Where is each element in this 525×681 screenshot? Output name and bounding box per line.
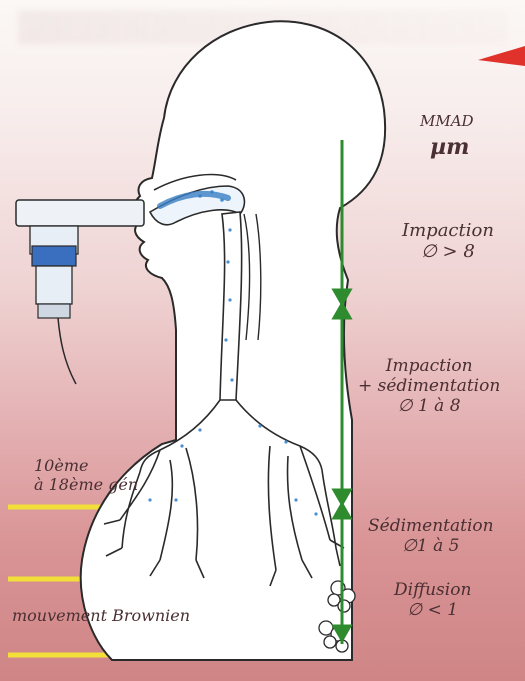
brownian-text: mouvement Brownien [12,606,190,625]
sedimentation-size: ∅1 à 5 [368,536,494,556]
impsed-size: ∅ 1 à 8 [358,396,500,416]
diffusion-title: Diffusion [394,580,471,600]
sedimentation-title: Sédimentation [368,516,494,536]
diffusion-label: Diffusion ∅ < 1 [394,580,471,620]
impaction-title: Impaction [402,220,494,241]
gen-line1: 10ème [34,456,138,475]
impsed-line1: Impaction [358,356,500,376]
mmad-title: MMAD [420,112,474,130]
gen-line2: à 18ème gén [34,475,138,494]
mmad-label: MMAD [420,112,474,130]
red-corner-mark [478,46,525,66]
mmad-unit: µm [430,134,469,160]
mmad-unit-label: µm [430,134,469,160]
sedimentation-label: Sédimentation ∅1 à 5 [368,516,494,556]
impaction-sedimentation-label: Impaction + sédimentation ∅ 1 à 8 [358,356,500,416]
generation-label: 10ème à 18ème gén [34,456,138,494]
brownian-label: mouvement Brownien [12,606,190,625]
diffusion-size: ∅ < 1 [394,600,471,620]
impsed-line2: + sédimentation [358,376,500,396]
impaction-label: Impaction ∅ > 8 [402,220,494,262]
nebulizer-device [16,200,144,384]
impaction-size: ∅ > 8 [402,241,494,262]
